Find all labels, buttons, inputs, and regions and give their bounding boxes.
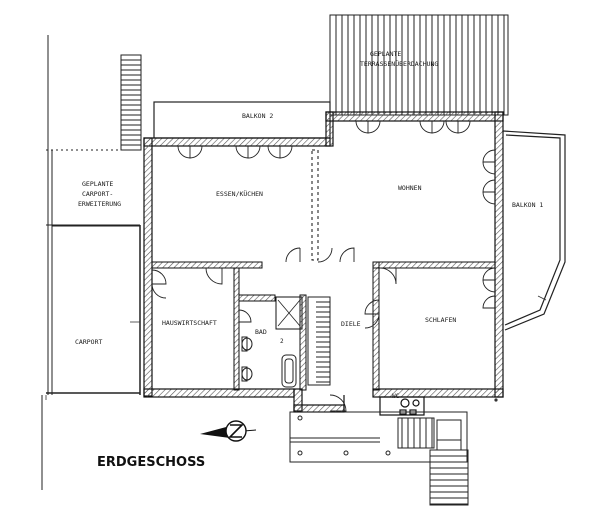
room-label-essen-kuechen: ESSEN/KÜCHEN bbox=[216, 189, 263, 198]
carport-area bbox=[41, 35, 141, 490]
balcony-2 bbox=[153, 101, 331, 139]
carport-extension-line2: CARPORT- bbox=[82, 190, 113, 198]
stairs-outdoor-bottom bbox=[397, 417, 469, 506]
terrace-label-line2: TERRASSENÜBERDACHUNG bbox=[360, 59, 438, 68]
balcony-1 bbox=[502, 130, 566, 331]
bathtub bbox=[281, 354, 297, 388]
doors-windows bbox=[151, 120, 496, 412]
room-label-schlafen: SCHLAFEN bbox=[425, 316, 456, 324]
room-label-wohnen: WOHNEN bbox=[398, 184, 422, 192]
room-label-hauswirtschaft: HAUSWIRTSCHAFT bbox=[162, 319, 217, 327]
entrance bbox=[293, 388, 425, 416]
bathroom-fixtures bbox=[241, 336, 253, 382]
stairs-outdoor-top bbox=[120, 54, 142, 151]
room-label-bad: BAD bbox=[255, 328, 267, 336]
terrace-label-line1: GEPLANTE bbox=[370, 50, 401, 58]
interior-walls bbox=[151, 149, 496, 391]
misc-marks bbox=[45, 295, 547, 402]
balcony-1-label: BALKON 1 bbox=[512, 201, 543, 209]
front-terrace bbox=[289, 411, 468, 463]
shaft bbox=[277, 299, 301, 327]
north-arrow bbox=[200, 420, 257, 442]
carport-label: CARPORT bbox=[75, 338, 102, 346]
terrace-roof-area bbox=[329, 14, 509, 116]
balcony-2-label: BALKON 2 bbox=[242, 112, 273, 120]
carport-extension-line1: GEPLANTE bbox=[82, 180, 113, 188]
stairs-indoor bbox=[307, 296, 331, 386]
carport-extension-line3: ERWEITERUNG bbox=[78, 200, 121, 208]
room-label-diele: DIELE bbox=[341, 320, 361, 328]
room-label-wc: WC bbox=[392, 393, 400, 400]
floor-title: ERDGESCHOSS bbox=[97, 455, 205, 470]
bad-number: 2 bbox=[280, 338, 284, 345]
